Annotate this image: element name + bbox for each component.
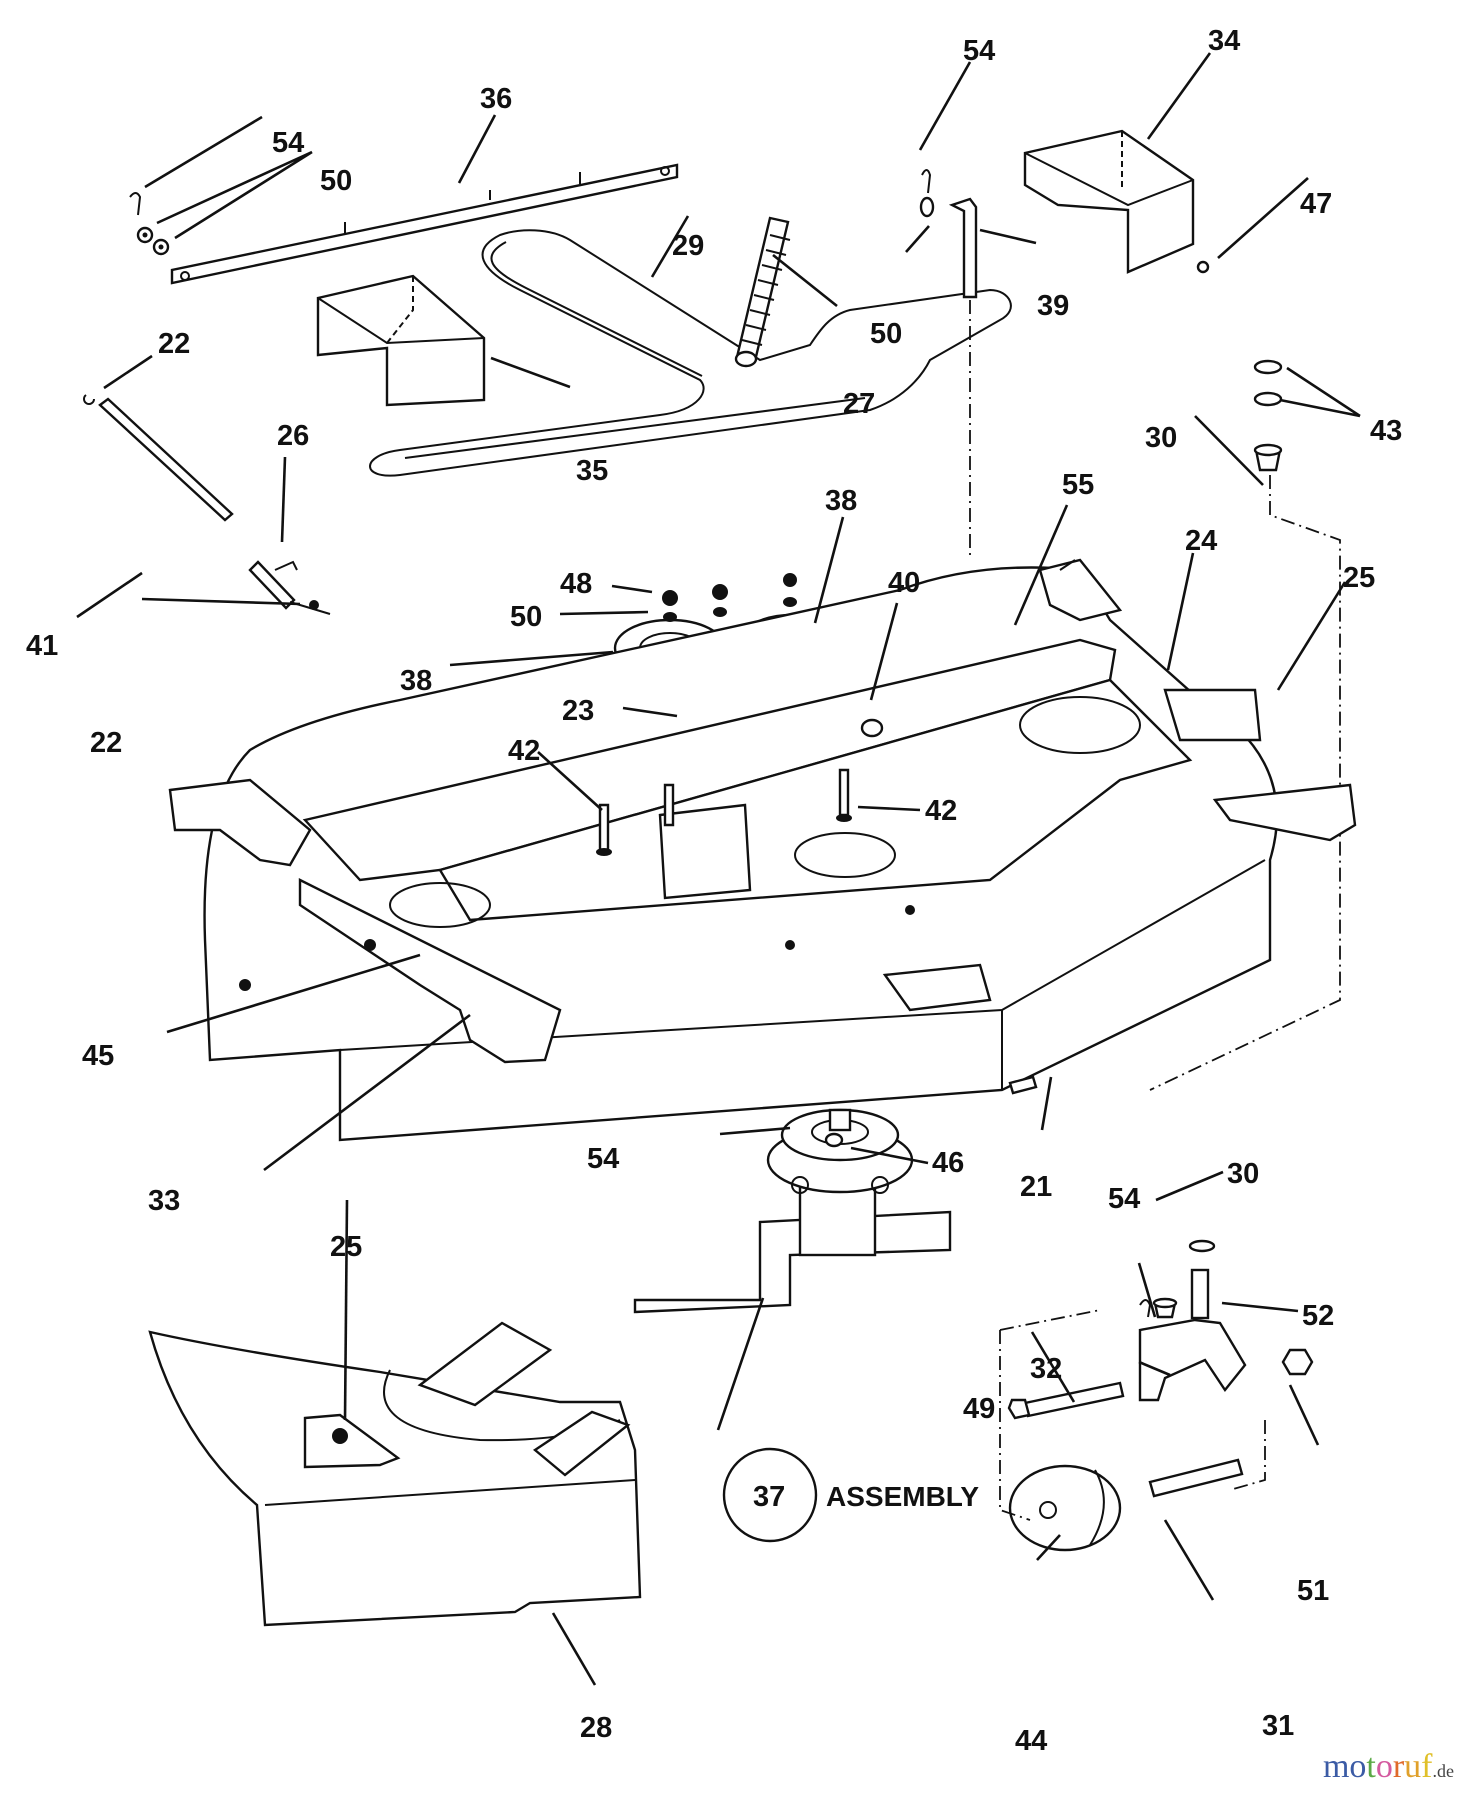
part-32-wheel-bracket bbox=[1138, 1239, 1314, 1402]
callout-35: 35 bbox=[576, 455, 608, 487]
deck-housing bbox=[168, 558, 1357, 1142]
callout-27: 27 bbox=[843, 388, 875, 420]
callout-25: 25 bbox=[1343, 562, 1375, 594]
callout-30: 30 bbox=[1227, 1158, 1259, 1190]
callout-24: 24 bbox=[1185, 525, 1217, 557]
callout-54: 54 bbox=[963, 35, 995, 67]
part-42-bolts bbox=[596, 768, 852, 856]
callout-54: 54 bbox=[1108, 1183, 1140, 1215]
callout-30: 30 bbox=[1145, 422, 1177, 454]
watermark-letter: o bbox=[1375, 1748, 1393, 1785]
callout-44: 44 bbox=[1015, 1725, 1047, 1757]
callout-labels: 54 50 36 29 27 54 50 39 34 47 35 22 41 2… bbox=[26, 25, 1402, 1757]
callout-50: 50 bbox=[870, 318, 902, 350]
callout-42: 42 bbox=[925, 795, 957, 827]
callout-48: 48 bbox=[560, 568, 592, 600]
callout-23: 23 bbox=[562, 695, 594, 727]
callout-34: 34 bbox=[1208, 25, 1240, 57]
watermark-letter: m bbox=[1322, 1748, 1350, 1785]
watermark-letter: o bbox=[1349, 1748, 1367, 1785]
callout-28: 28 bbox=[580, 1712, 612, 1744]
part-37-spindle-assembly bbox=[633, 1108, 952, 1314]
callout-43: 43 bbox=[1370, 415, 1402, 447]
callout-22: 22 bbox=[90, 727, 122, 759]
part-34-shield bbox=[1023, 129, 1210, 274]
callout-54: 54 bbox=[587, 1143, 619, 1175]
callout-55: 55 bbox=[1062, 469, 1094, 501]
callout-31: 31 bbox=[1262, 1710, 1294, 1742]
callout-41: 41 bbox=[26, 630, 58, 662]
callout-38: 38 bbox=[825, 485, 857, 517]
part-41-rod-and-spring bbox=[83, 394, 331, 615]
watermark-text: motoruf bbox=[1323, 1748, 1433, 1785]
part-28-discharge-chute bbox=[148, 1321, 642, 1627]
watermark-suffix: .de bbox=[1432, 1761, 1455, 1781]
callout-29: 29 bbox=[672, 230, 704, 262]
leader-lines bbox=[76, 52, 1361, 1686]
watermark-letter: f bbox=[1421, 1748, 1433, 1785]
callout-40: 40 bbox=[888, 567, 920, 599]
watermark-logo: motoruf.de bbox=[1323, 1748, 1454, 1786]
callout-42: 42 bbox=[508, 735, 540, 767]
part-54-50-hardware bbox=[129, 192, 170, 256]
part-36-rod bbox=[170, 163, 679, 285]
part-31-axle bbox=[1148, 1458, 1244, 1498]
callout-38: 38 bbox=[400, 665, 432, 697]
callout-26: 26 bbox=[277, 420, 309, 452]
watermark-letter: u bbox=[1404, 1748, 1422, 1785]
part-40-55-hardware bbox=[860, 559, 1076, 738]
callout-49: 49 bbox=[963, 1393, 995, 1425]
callout-52: 52 bbox=[1302, 1300, 1334, 1332]
callout-39: 39 bbox=[1037, 290, 1069, 322]
callout-54: 54 bbox=[272, 127, 304, 159]
part-44-wheel bbox=[1008, 1464, 1122, 1552]
assembly-label: ASSEMBLY bbox=[826, 1481, 979, 1512]
callout-47: 47 bbox=[1300, 188, 1332, 220]
callout-33: 33 bbox=[148, 1185, 180, 1217]
callout-22: 22 bbox=[158, 328, 190, 360]
part-39-rod bbox=[919, 169, 978, 560]
callout-32: 32 bbox=[1030, 1353, 1062, 1385]
callout-50: 50 bbox=[510, 601, 542, 633]
callout-50: 50 bbox=[320, 165, 352, 197]
part-29-belt bbox=[369, 229, 1012, 477]
assembly-number: 37 bbox=[753, 1481, 785, 1513]
watermark-letter: r bbox=[1392, 1748, 1405, 1785]
callout-25: 25 bbox=[330, 1231, 362, 1263]
callout-51: 51 bbox=[1297, 1575, 1329, 1607]
callout-21: 21 bbox=[1020, 1171, 1052, 1203]
part-27-spring bbox=[734, 216, 791, 368]
part-35-shield bbox=[316, 274, 486, 407]
assembly-callout: 37 ASSEMBLY bbox=[722, 1447, 979, 1543]
callout-36: 36 bbox=[480, 83, 512, 115]
callout-45: 45 bbox=[82, 1040, 114, 1072]
callout-46: 46 bbox=[932, 1147, 964, 1179]
watermark-letter: t bbox=[1366, 1748, 1376, 1785]
part-46-washer bbox=[824, 1132, 844, 1148]
